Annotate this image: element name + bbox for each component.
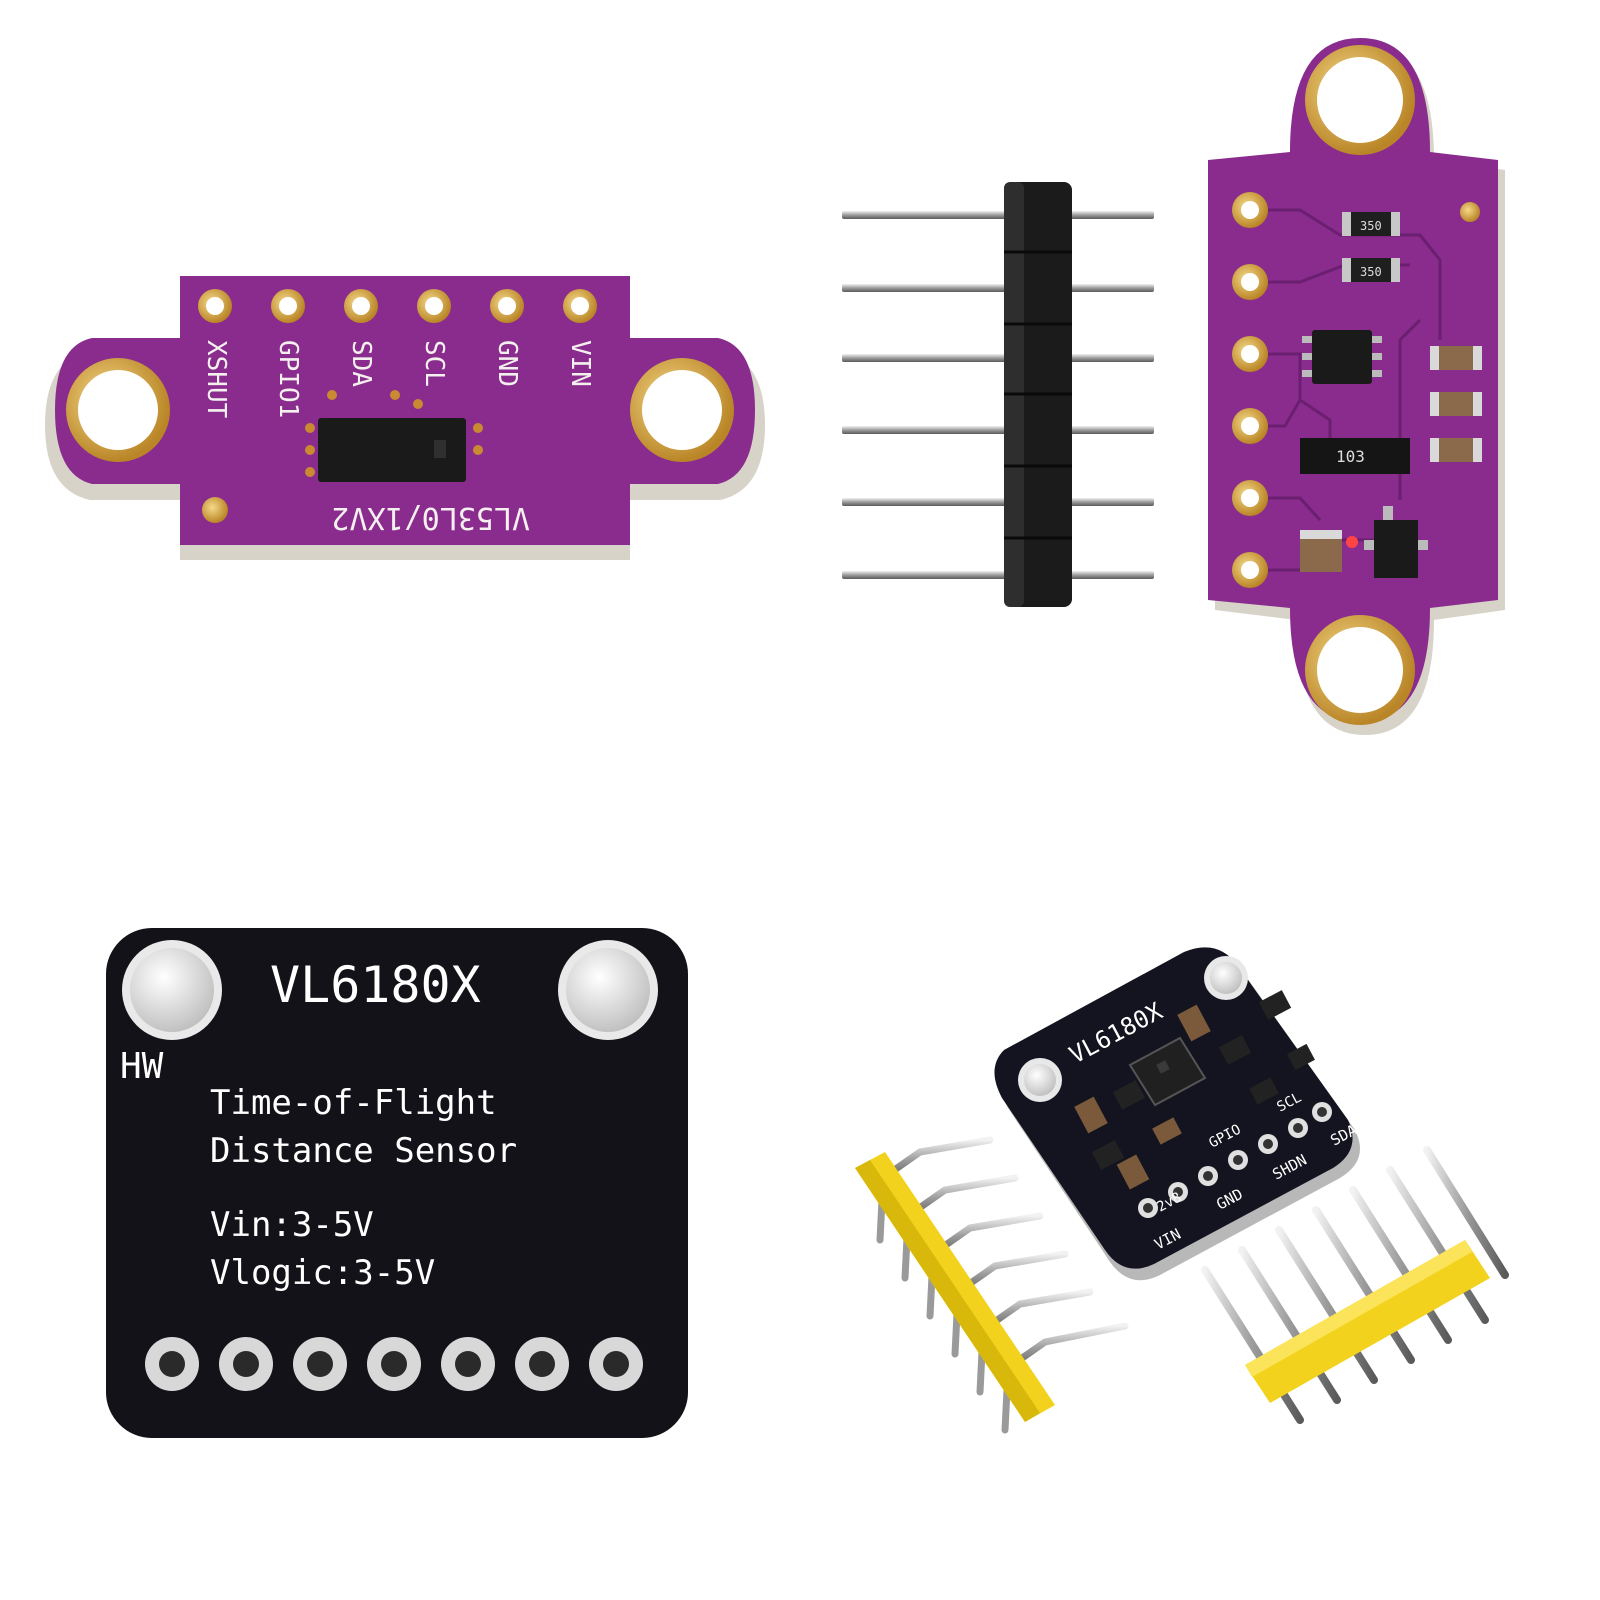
black-pin-header: [842, 182, 1154, 607]
mounting-hole-left: [122, 940, 222, 1040]
pin-pads: [145, 1337, 643, 1391]
mounting-hole-left: [1018, 1058, 1062, 1102]
resistor-a-code: 350: [1360, 219, 1382, 233]
pin-label-scl: SCL: [419, 340, 449, 387]
model-title: VL6180X: [270, 956, 481, 1014]
tof-sensor-chip: [305, 390, 483, 482]
smd-resistor-a: 350: [1342, 212, 1400, 236]
header-pins: [842, 211, 1154, 579]
transistor: [1346, 506, 1428, 578]
mounting-hole-left: [66, 358, 170, 462]
description-line2: Distance Sensor: [210, 1131, 517, 1171]
pin-label-gnd: GND: [492, 340, 522, 387]
mounting-hole-bottom: [1305, 615, 1415, 725]
mounting-hole-top: [1305, 45, 1415, 155]
header-housing: [1004, 182, 1072, 607]
smd-components: [1074, 990, 1315, 1190]
mounting-hole-right: [558, 940, 658, 1040]
pin-pads: [198, 289, 597, 523]
description-line1: Time-of-Flight: [210, 1083, 497, 1123]
brand-label: HW: [120, 1046, 164, 1087]
vl6180x-board-front: VL6180X VIN: [994, 947, 1360, 1281]
vin-spec: Vin:3-5V: [210, 1205, 374, 1245]
smd-resistor-b: 350: [1342, 258, 1400, 282]
vl6180x-board-back: VL6180X HW Time-of-Flight Distance Senso…: [106, 928, 688, 1438]
pin-pads: [1138, 1102, 1332, 1218]
resistor-array-code: 103: [1336, 447, 1365, 466]
resistor-b-code: 350: [1360, 265, 1382, 279]
capacitors: [1300, 346, 1482, 572]
mounting-hole-right: [630, 358, 734, 462]
resistor-array: 103: [1300, 438, 1410, 474]
yellow-angled-header: [855, 1136, 1129, 1434]
side-pin-pads: [1232, 192, 1480, 588]
pin-label-gpio1: GPIO1: [273, 340, 303, 418]
mounting-hole-right: [1204, 956, 1248, 1000]
model-label: VL53L0/1XV2: [331, 500, 530, 535]
pin-label-vin: VIN: [565, 340, 595, 387]
pin-label-xshut: XSHUT: [201, 340, 231, 419]
regulator-ic: [1302, 330, 1382, 384]
vl53l0x-board-front: XSHUT GPIO1 SDA SCL GND VIN VL53L0/1XV2: [45, 276, 765, 560]
vlogic-spec: Vlogic:3-5V: [210, 1253, 435, 1293]
yellow-straight-header: [1201, 1146, 1509, 1424]
pin-label-sda: SDA: [346, 340, 376, 387]
tof-sensor-chip: [1128, 1036, 1207, 1107]
vl53l0x-board-back: 350 350: [1208, 38, 1505, 735]
